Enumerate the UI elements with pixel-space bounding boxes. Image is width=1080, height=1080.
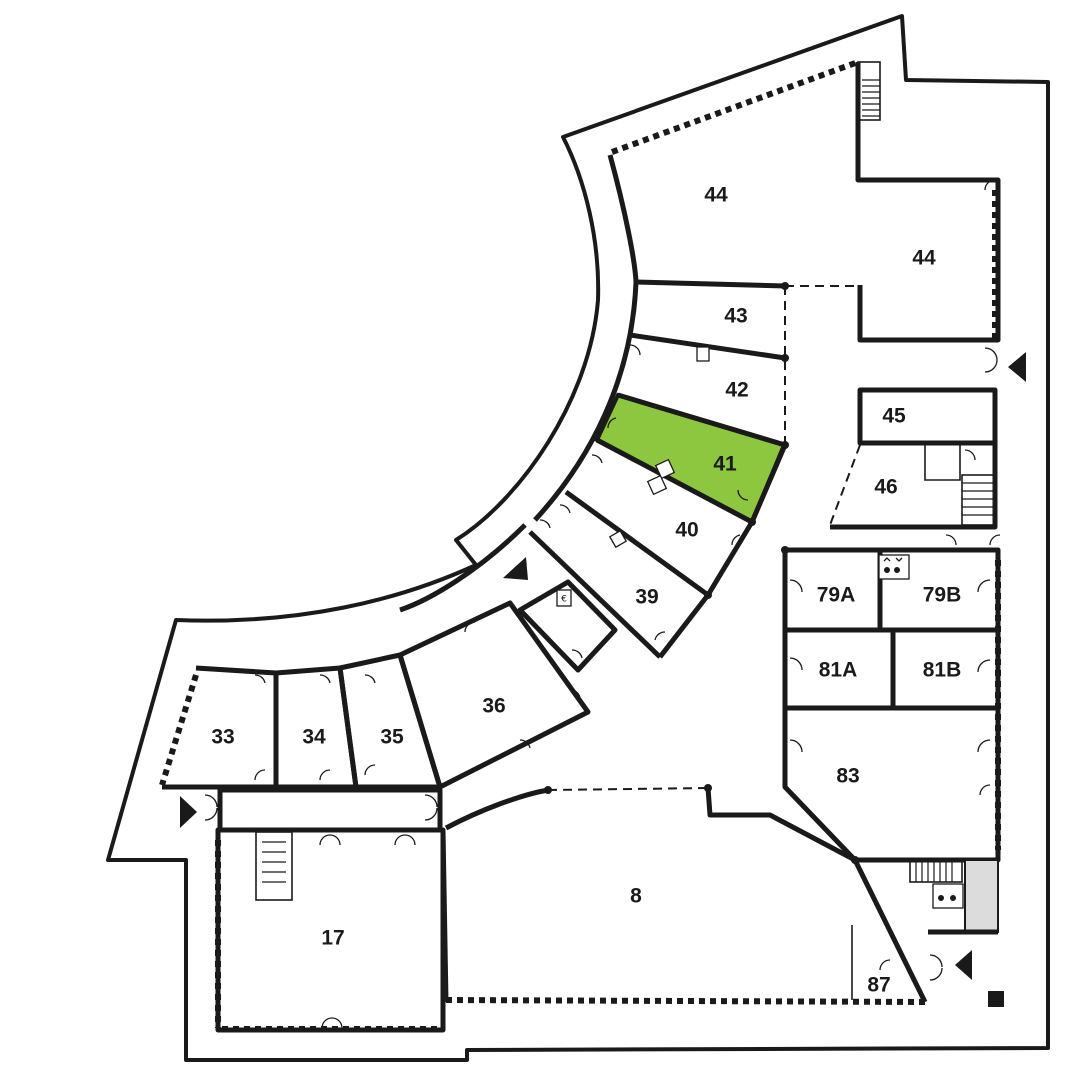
room-43-label[interactable]: 43	[724, 305, 747, 328]
room-79a-label[interactable]: 79A	[817, 584, 856, 607]
entrance-arrow-west	[180, 796, 197, 828]
wall-44-43	[635, 279, 786, 289]
wall-45	[857, 387, 998, 446]
wall-87	[852, 858, 998, 1004]
room-81a-label[interactable]: 81A	[819, 659, 858, 682]
wall-41-40	[595, 437, 754, 525]
front-41	[749, 444, 788, 523]
room-83-label[interactable]: 83	[836, 765, 859, 788]
wall-46-inner	[924, 443, 961, 481]
wall-44	[855, 62, 1001, 343]
window-left-33	[159, 674, 199, 786]
dash-46	[829, 444, 861, 526]
room-45-label[interactable]: 45	[882, 405, 906, 428]
desk-icons	[608, 346, 710, 549]
courtyard-curve-lower	[399, 523, 527, 613]
structural-nodes	[544, 282, 1004, 1007]
window-bottom-8	[445, 997, 926, 1005]
room-44-east-label[interactable]: 44	[912, 247, 936, 270]
door-swings	[204, 179, 1001, 1029]
atm-symbol: €	[561, 595, 567, 605]
room-41-highlight[interactable]	[594, 392, 787, 525]
room-17-label[interactable]: 17	[321, 927, 344, 950]
room-33-label[interactable]: 33	[211, 726, 234, 749]
wall-39-front	[528, 530, 662, 659]
stair-top-right	[857, 61, 881, 121]
room-39-label[interactable]: 39	[635, 586, 658, 609]
entrance-arrow-east	[1008, 352, 1026, 382]
room-44-label[interactable]: 44	[704, 184, 728, 207]
room-36-label[interactable]: 36	[482, 695, 505, 718]
lift-icon	[932, 883, 964, 909]
accessible-toilet-icon	[878, 554, 910, 580]
wall-corridor-17	[217, 787, 443, 833]
room-35-label[interactable]: 35	[380, 726, 404, 749]
wall-33	[162, 665, 279, 790]
wall-atm-room	[517, 579, 618, 673]
inner-curve	[533, 281, 639, 522]
front-39-40	[658, 520, 755, 659]
entrance-arrow-southeast	[955, 950, 972, 980]
wall-8-right	[705, 787, 857, 863]
stair-17	[255, 831, 293, 901]
room-87-label[interactable]: 87	[867, 974, 890, 997]
room-8-label[interactable]: 8	[630, 885, 642, 908]
room-41-label[interactable]: 41	[713, 453, 737, 476]
atm-icon	[556, 589, 572, 607]
room-46-label[interactable]: 46	[874, 476, 897, 499]
wall-42-41	[617, 392, 786, 448]
stair-lower-right	[909, 859, 999, 933]
dash-8	[547, 787, 709, 791]
room-34-label[interactable]: 34	[302, 726, 326, 749]
wall-40-39	[564, 489, 710, 598]
room-40-label[interactable]: 40	[675, 519, 698, 542]
inner-wall	[607, 154, 639, 283]
outer-wall	[106, 14, 1050, 1062]
wall-17	[215, 827, 446, 1033]
room-79b-label[interactable]: 79B	[923, 584, 962, 607]
wall-8	[444, 787, 549, 831]
entrance-arrow-courtyard	[503, 557, 528, 580]
stair-46	[961, 474, 996, 526]
room-42-label[interactable]: 42	[725, 379, 748, 402]
room-81b-label[interactable]: 81B	[923, 659, 962, 682]
